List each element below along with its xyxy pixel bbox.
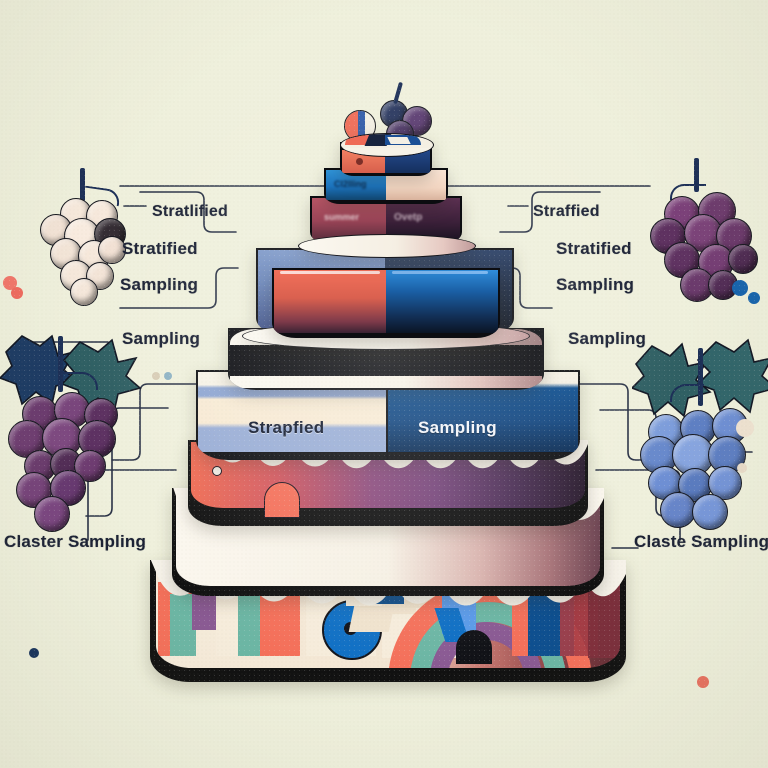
coral-dot — [697, 676, 709, 688]
dark-purple-grape-cluster — [650, 158, 762, 302]
label-right-3: Sampling — [556, 275, 635, 294]
pale-dot — [152, 372, 160, 380]
purple-grape-cluster — [0, 334, 152, 532]
label-left-3: Sampling — [120, 275, 199, 294]
right-bracket-mid — [497, 267, 553, 309]
coral-dot — [11, 287, 23, 299]
grape-leaf-teal-2 — [696, 338, 768, 414]
label-right-5: Claste Sampling — [634, 532, 768, 551]
left-bracket-upper — [139, 191, 237, 233]
cake-band-left-text: Strapfied — [248, 418, 325, 437]
left-bracket-lower — [111, 383, 197, 461]
label-left-5: Claster Sampling — [4, 532, 147, 551]
right-bracket-upper — [499, 191, 601, 233]
left-bracket-mid — [119, 267, 239, 309]
cream-grape-cluster — [36, 168, 140, 306]
blue-dot — [748, 292, 760, 304]
label-left-1: Stratlified — [152, 203, 228, 220]
label-right-1: Straffied — [533, 203, 600, 220]
label-left-2: Stratified — [122, 239, 198, 258]
tier-maroon-left-text: summer — [324, 212, 360, 222]
tier-coral-navy — [272, 268, 500, 338]
tier-maroon-right-text: Ovetp — [394, 212, 423, 223]
label-right-2: Stratified — [556, 239, 632, 258]
blue-dot — [732, 280, 748, 296]
right-bracket-lower — [575, 383, 661, 461]
cream-dot — [737, 463, 747, 473]
label-right-4: Sampling — [568, 329, 647, 348]
tier-top-text: Cl2lling — [334, 179, 367, 189]
tier-crown — [340, 133, 434, 176]
cream-blob — [736, 419, 754, 437]
navy-dot — [29, 648, 39, 658]
blue-grape-cluster — [632, 336, 768, 532]
cake-band-right-text: Sampling — [418, 418, 497, 437]
label-left-4: Sampling — [122, 329, 201, 348]
teal-dot — [164, 372, 172, 380]
tier-maroon: summer Ovetp — [298, 196, 476, 258]
coral-dot — [3, 276, 17, 290]
